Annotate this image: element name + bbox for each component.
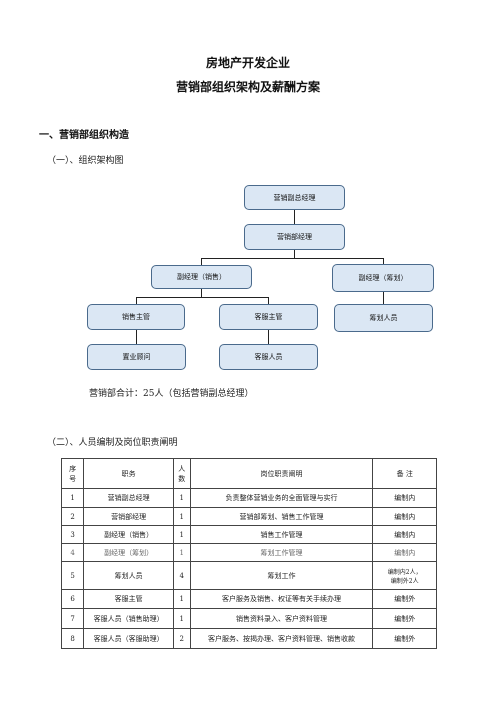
cell-count: 1 (172, 488, 191, 508)
header-position: 职务 (83, 458, 174, 489)
connector (201, 258, 202, 265)
cell-remark: 编制内 (372, 525, 437, 544)
header-count-line2: 数 (178, 474, 186, 483)
cell-count: 1 (172, 543, 191, 562)
org-node-vp: 营销副总经理 (244, 185, 345, 210)
staff-table: 序 号 职务 人 数 岗位职责阐明 备 注 1 营销副总经理 1 负责整体营销业… (60, 458, 437, 649)
cell-count: 1 (172, 589, 191, 609)
org-node-cs-staff: 客服人员 (219, 344, 318, 370)
cell-remark: 编制内 (372, 507, 437, 526)
cell-no: 2 (60, 507, 85, 526)
cell-position: 营销部经理 (83, 507, 174, 526)
cell-count: 4 (172, 561, 191, 590)
cell-count: 1 (172, 507, 191, 526)
cell-duties: 客户服务、按揭办理、客户资料管理、销售收款 (189, 628, 374, 649)
org-node-manager: 营销部经理 (244, 224, 345, 250)
table-row: 1 营销副总经理 1 负责整体营销业务的全面管理与实行 编制内 (60, 488, 437, 508)
subsection-heading: （二）、人员编制及岗位职责阐明 (47, 438, 178, 448)
cell-remark: 编制内 (372, 543, 437, 562)
cell-remark-line1: 编制内2人， (387, 568, 422, 576)
table-row: 3 副经理（销售） 1 销售工作管理 编制内 (60, 525, 437, 544)
table-header-row: 序 号 职务 人 数 岗位职责阐明 备 注 (60, 458, 437, 489)
cell-no: 3 (60, 525, 85, 544)
cell-position: 客服主管 (83, 589, 174, 609)
cell-count: 1 (172, 525, 191, 544)
section-heading: 一、营销部组织构造 (39, 130, 129, 141)
cell-no: 5 (60, 561, 85, 590)
org-node-consultant: 置业顾问 (87, 344, 186, 370)
cell-duties: 负责整体营销业务的全面管理与实行 (189, 488, 374, 508)
header-no: 序 号 (60, 458, 85, 489)
connector (136, 297, 137, 304)
org-node-planner: 筹划人员 (334, 304, 433, 332)
connector (201, 258, 383, 259)
header-count-line1: 人 (178, 464, 186, 473)
table-row: 6 客服主管 1 客户服务及销售、权证等有关手续办理 编制外 (60, 589, 437, 609)
document-title: 房地产开发企业 (205, 56, 290, 70)
connector (268, 297, 269, 304)
cell-no: 7 (60, 608, 85, 629)
connector (136, 297, 268, 298)
org-node-deputy-sales: 副经理（销售） (151, 265, 252, 289)
cell-position: 副经理（筹划） (83, 543, 174, 562)
cell-remark-line2: 编制外2人 (390, 577, 419, 585)
cell-position: 副经理（销售） (83, 525, 174, 544)
table-row: 4 副经理（筹划） 1 筹划工作管理 编制内 (60, 543, 437, 562)
header-count: 人 数 (172, 458, 191, 489)
table-row: 8 客服人员（客服助理） 2 客户服务、按揭办理、客户资料管理、销售收款 编制外 (60, 628, 437, 649)
cell-remark: 编制内2人， 编制外2人 (372, 561, 437, 590)
cell-duties: 销售工作管理 (189, 525, 374, 544)
cell-remark: 编制外 (372, 628, 437, 649)
table-row: 5 筹划人员 4 筹划工作 编制内2人， 编制外2人 (60, 561, 437, 590)
cell-duties: 筹划工作管理 (189, 543, 374, 562)
cell-no: 6 (60, 589, 85, 609)
connector (294, 250, 295, 258)
cell-no: 4 (60, 543, 85, 562)
cell-remark: 编制外 (372, 589, 437, 609)
cell-remark: 编制内 (372, 488, 437, 508)
org-node-deputy-plan: 副经理（筹划） (332, 264, 434, 292)
header-remark: 备 注 (372, 458, 437, 489)
total-note: 营销部合计：25人（包括营销副总经理） (89, 389, 254, 399)
org-node-sales-supervisor: 销售主管 (87, 304, 185, 330)
subsection-heading: （一）、组织架构图 (47, 156, 124, 166)
connector (201, 289, 202, 297)
cell-position: 客服人员（客服助理） (83, 628, 174, 649)
cell-position: 筹划人员 (83, 561, 174, 590)
cell-no: 8 (60, 628, 85, 649)
connector (294, 210, 295, 224)
table-row: 2 营销部经理 1 营销部筹划、销售工作管理 编制内 (60, 507, 437, 526)
connector (136, 330, 137, 344)
table-row: 7 客服人员（销售助理） 1 销售资料录入、客户资料管理 编制外 (60, 608, 437, 629)
header-duties: 岗位职责阐明 (189, 458, 374, 489)
cell-no: 1 (60, 488, 85, 508)
header-no-line1: 序 (69, 464, 77, 473)
cell-position: 营销副总经理 (83, 488, 174, 508)
connector (383, 258, 384, 264)
cell-count: 1 (172, 608, 191, 629)
cell-duties: 筹划工作 (189, 561, 374, 590)
cell-remark: 编制外 (372, 608, 437, 629)
cell-count: 2 (172, 628, 191, 649)
cell-position: 客服人员（销售助理） (83, 608, 174, 629)
cell-duties: 销售资料录入、客户资料管理 (189, 608, 374, 629)
connector (383, 292, 384, 304)
connector (268, 330, 269, 344)
header-no-line2: 号 (69, 474, 77, 483)
cell-duties: 客户服务及销售、权证等有关手续办理 (189, 589, 374, 609)
cell-duties: 营销部筹划、销售工作管理 (189, 507, 374, 526)
org-node-cs-supervisor: 客服主管 (219, 304, 318, 330)
document-subtitle: 营销部组织架构及薪酬方案 (175, 80, 320, 94)
